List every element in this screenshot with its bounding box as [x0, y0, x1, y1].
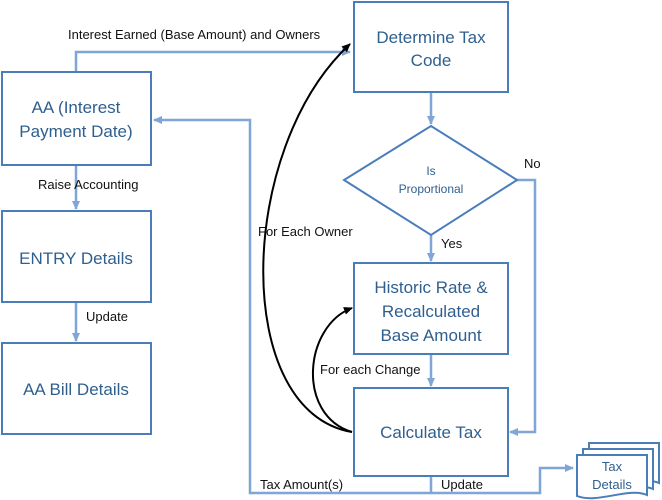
- determine-tax-label-2: Code: [411, 51, 452, 70]
- edge-aa-to-determine: [74, 48, 351, 72]
- loop-for-each-owner: [262, 43, 353, 433]
- tax-details-label-2: Details: [592, 477, 632, 492]
- edge-update-tax: [431, 464, 574, 495]
- edge-no: [509, 178, 537, 436]
- loop-for-each-change: [311, 307, 353, 433]
- is-proportional-label-2: Proportional: [399, 182, 464, 196]
- yes-label: Yes: [441, 236, 463, 251]
- aa-interest-label-2: Payment Date): [19, 122, 132, 141]
- node-determine-tax[interactable]: [353, 1, 509, 93]
- node-aa-bill[interactable]: [1, 342, 152, 435]
- tax-details-label-1: Tax: [602, 459, 623, 474]
- for-each-change-label: For each Change: [320, 362, 420, 377]
- node-is-proportional[interactable]: [342, 124, 519, 237]
- calculate-tax-label: Calculate Tax: [380, 423, 482, 442]
- determine-tax-label-1: Determine Tax: [376, 28, 486, 47]
- raise-accounting-label: Raise Accounting: [38, 177, 138, 192]
- historic-rate-label-3: Base Amount: [380, 326, 481, 345]
- update-bill-label: Update: [86, 309, 128, 324]
- node-aa-interest[interactable]: [1, 71, 152, 166]
- entry-details-label: ENTRY Details: [19, 249, 133, 268]
- is-proportional-label-1: Is: [426, 164, 435, 178]
- interest-earned-label: Interest Earned (Base Amount) and Owners: [68, 27, 321, 42]
- node-tax-details[interactable]: [576, 442, 660, 500]
- node-historic-rate[interactable]: [353, 262, 509, 355]
- tax-amounts-label: Tax Amount(s): [260, 477, 343, 492]
- historic-rate-label-1: Historic Rate &: [374, 278, 488, 297]
- update-tax-label: Update: [441, 477, 483, 492]
- for-each-owner-label: For Each Owner: [258, 224, 353, 239]
- node-calculate-tax[interactable]: [353, 387, 509, 477]
- historic-rate-label-2: Recalculated: [382, 302, 480, 321]
- node-entry-details[interactable]: [1, 210, 152, 303]
- no-label: No: [524, 156, 541, 171]
- aa-interest-label-1: AA (Interest: [32, 98, 121, 117]
- edge-tax-amounts: [153, 116, 433, 495]
- aa-bill-label: AA Bill Details: [23, 380, 129, 399]
